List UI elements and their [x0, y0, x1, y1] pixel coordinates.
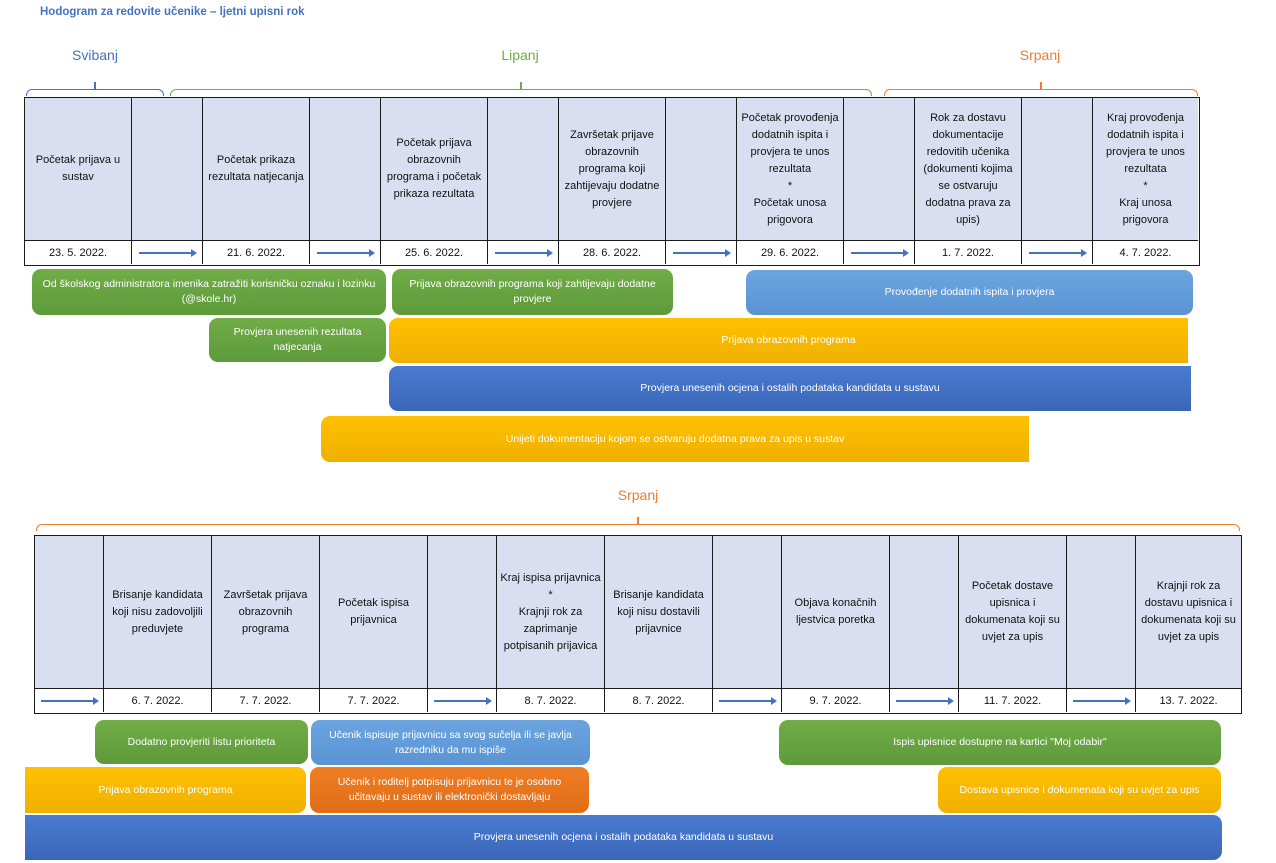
row1-arrow-cell-7 — [666, 240, 737, 264]
row1-milestone-0: Početak prijava u sustav — [25, 98, 132, 240]
row2-milestone-3: Početak ispisa prijavnica — [320, 536, 428, 688]
bar-check-grades: Provjera unesenih ocjena i ostalih podat… — [389, 366, 1191, 411]
arrow-right-icon — [317, 248, 375, 257]
arrow-right-icon — [139, 248, 197, 257]
row2-milestone-12: Krajnji rok za dostavu upisnica i dokume… — [1136, 536, 1241, 688]
row2-spacer-4 — [428, 536, 497, 688]
row2-date-3: 7. 7. 2022. — [320, 688, 428, 712]
row1-spacer-5 — [488, 98, 559, 240]
row2-date-5: 8. 7. 2022. — [497, 688, 605, 712]
row1-spacer-9 — [844, 98, 915, 240]
row2-milestone-2: Završetak prijava obrazovnih programa — [212, 536, 320, 688]
bar-check-competition-results: Provjera unesenih rezultata natjecanja — [209, 318, 386, 362]
bar-enter-documentation: Unijeti dokumentaciju kojom se ostvaruju… — [321, 416, 1029, 462]
arrow-right-icon — [1073, 696, 1131, 705]
row2-milestone-10: Početak dostave upisnica i dokumenata ko… — [959, 536, 1067, 688]
row2-date-2: 7. 7. 2022. — [212, 688, 320, 712]
bar-conduct-extra-exams: Provođenje dodatnih ispita i provjera — [746, 270, 1193, 315]
row1-arrow-cell-1 — [132, 240, 203, 264]
arrow-right-icon — [1029, 248, 1087, 257]
row1-arrow-cell-3 — [310, 240, 381, 264]
row1-date-0: 23. 5. 2022. — [25, 240, 132, 264]
row2-milestone-1: Brisanje kandidata koji nisu zadovoljili… — [104, 536, 212, 688]
row1-date-8: 29. 6. 2022. — [737, 240, 844, 264]
row1-spacer-3 — [310, 98, 381, 240]
row2-date-6: 8. 7. 2022. — [605, 688, 713, 712]
row1-spacer-7 — [666, 98, 737, 240]
row1-milestone-10: Rok za dostavu dokumentacije redovitih u… — [915, 98, 1022, 240]
row2-arrow-cell-9 — [890, 688, 959, 712]
row1-milestone-12: Kraj provođenja dodatnih ispita i provje… — [1093, 98, 1198, 240]
row1-milestone-2: Početak prikaza rezultata natjecanja — [203, 98, 310, 240]
arrow-right-icon — [434, 696, 492, 705]
timeline-table-2: Brisanje kandidata koji nisu zadovoljili… — [34, 535, 1242, 714]
arrow-right-icon — [495, 248, 553, 257]
row2-spacer-11 — [1067, 536, 1136, 688]
bar-request-credentials: Od školskog administratora imenika zatra… — [32, 269, 386, 315]
row2-milestone-5: Kraj ispisa prijavnica * Krajnji rok za … — [497, 536, 605, 688]
month-brace-lipanj — [170, 82, 872, 96]
row1-arrow-cell-9 — [844, 240, 915, 264]
bar-sign-application: Učenik i roditelj potpisuju prijavnicu t… — [310, 767, 589, 813]
month-brace-srpanj-2 — [36, 517, 1240, 531]
row2-arrow-cell-11 — [1067, 688, 1136, 712]
row1-arrow-cell-5 — [488, 240, 559, 264]
row1-milestone-8: Početak provođenja dodatnih ispita i pro… — [737, 98, 844, 240]
arrow-right-icon — [851, 248, 909, 257]
arrow-right-icon — [896, 696, 954, 705]
row2-milestone-8: Objava konačnih ljestvica poretka — [782, 536, 890, 688]
row1-date-10: 1. 7. 2022. — [915, 240, 1022, 264]
bar-apply-programs-extra-checks: Prijava obrazovnih programa koji zahtije… — [392, 269, 673, 315]
row2-date-12: 13. 7. 2022. — [1136, 688, 1241, 712]
row1-date-6: 28. 6. 2022. — [559, 240, 666, 264]
row2-date-1: 6. 7. 2022. — [104, 688, 212, 712]
month-label-srpanj: Srpanj — [1019, 47, 1061, 63]
row1-date-2: 21. 6. 2022. — [203, 240, 310, 264]
month-brace-svibanj — [26, 82, 164, 96]
bar-check-priority-list: Dodatno provjeriti listu prioriteta — [95, 720, 308, 764]
arrow-right-icon — [673, 248, 731, 257]
row1-date-4: 25. 6. 2022. — [381, 240, 488, 264]
row1-milestone-6: Završetak prijave obrazovnih programa ko… — [559, 98, 666, 240]
month-label-srpanj-2: Srpanj — [617, 487, 659, 503]
row2-date-10: 11. 7. 2022. — [959, 688, 1067, 712]
bar-apply-programs-2: Prijava obrazovnih programa — [25, 767, 306, 813]
bar-deliver-enrollment: Dostava upisnice i dokumenata koji su uv… — [938, 767, 1221, 813]
row1-spacer-11 — [1022, 98, 1093, 240]
bar-print-application: Učenik ispisuje prijavnicu sa svog sučel… — [311, 720, 590, 765]
page-title: Hodogram za redovite učenike – ljetni up… — [40, 6, 305, 18]
month-label-svibanj: Svibanj — [72, 47, 118, 63]
row1-spacer-1 — [132, 98, 203, 240]
row2-milestone-6: Brisanje kandidata koji nisu dostavili p… — [605, 536, 713, 688]
row2-spacer-7 — [713, 536, 782, 688]
row2-arrow-cell-4 — [428, 688, 497, 712]
row2-spacer-9 — [890, 536, 959, 688]
arrow-right-icon — [41, 696, 99, 705]
row1-date-12: 4. 7. 2022. — [1093, 240, 1198, 264]
bar-apply-programs: Prijava obrazovnih programa — [389, 318, 1188, 363]
month-brace-srpanj — [884, 82, 1198, 96]
month-label-lipanj: Lipanj — [501, 47, 539, 63]
row2-date-8: 9. 7. 2022. — [782, 688, 890, 712]
arrow-right-icon — [719, 696, 777, 705]
bar-enrollment-form-available: Ispis upisnice dostupne na kartici "Moj … — [779, 720, 1221, 765]
bar-check-grades-2: Provjera unesenih ocjena i ostalih podat… — [25, 815, 1222, 860]
row2-arrow-cell-0 — [35, 688, 104, 712]
row1-arrow-cell-11 — [1022, 240, 1093, 264]
row2-spacer-0 — [35, 536, 104, 688]
row2-arrow-cell-7 — [713, 688, 782, 712]
row1-milestone-4: Početak prijava obrazovnih programa i po… — [381, 98, 488, 240]
